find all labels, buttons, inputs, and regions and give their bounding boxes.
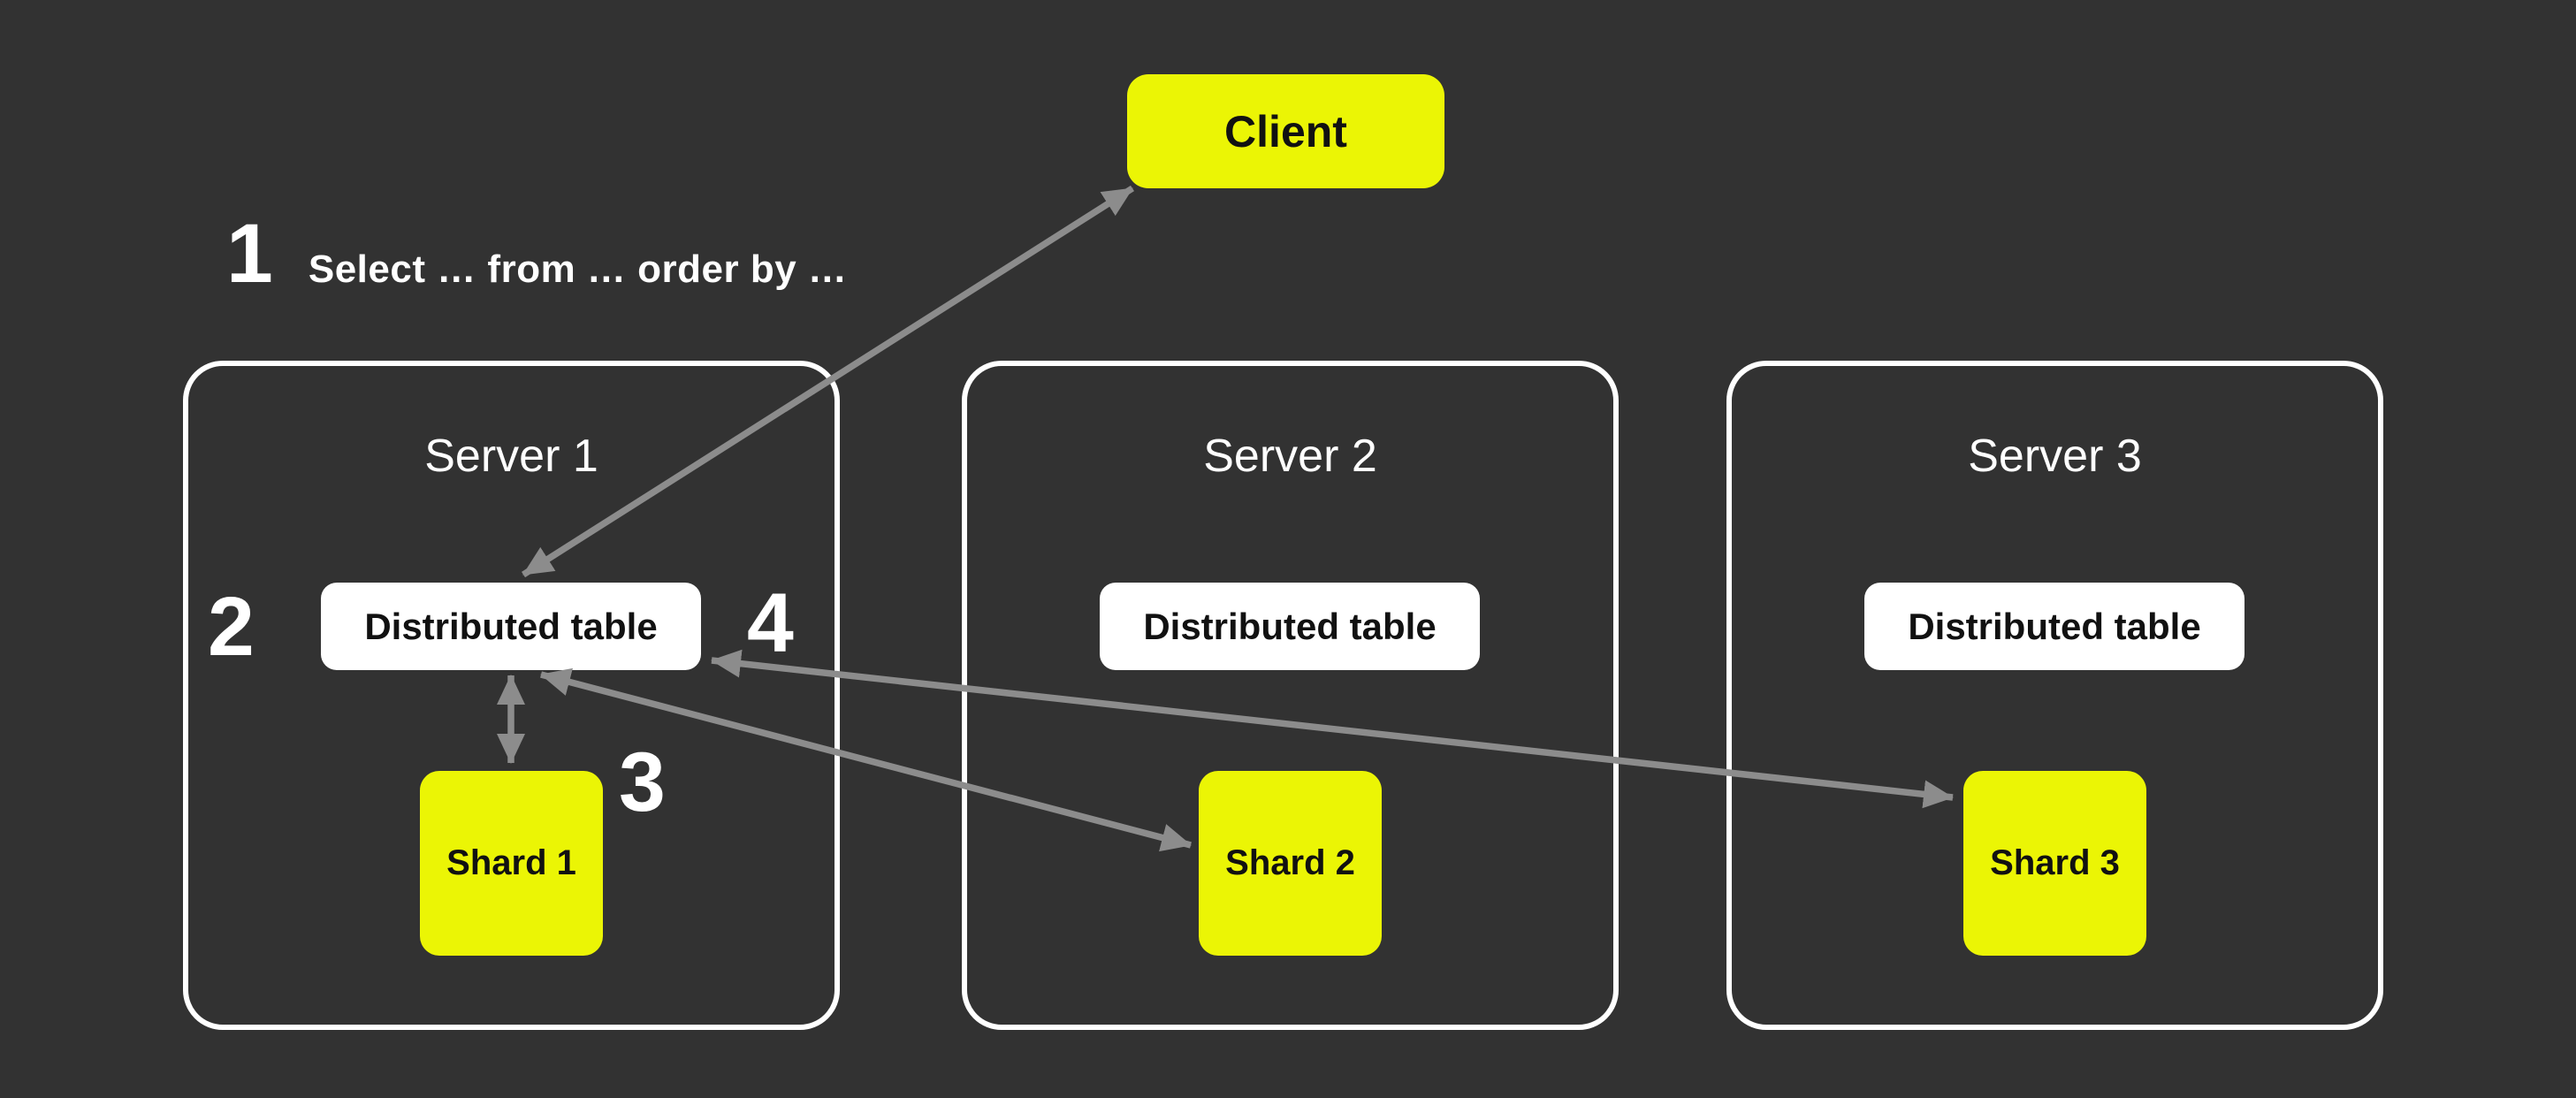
step1-note: 1 Select … from … order by …: [226, 212, 847, 296]
step1-number: 1: [226, 207, 273, 301]
step4-label: 4: [747, 576, 794, 670]
distributed-table-2: Distributed table: [1100, 583, 1480, 670]
server-2-title: Server 2: [1203, 431, 1377, 482]
distributed-table-3: Distributed table: [1864, 583, 2244, 670]
distributed-table-1: Distributed table: [321, 583, 701, 670]
server-1-title: Server 1: [424, 431, 598, 482]
shard-2-node: Shard 2: [1199, 771, 1382, 956]
step3-label: 3: [619, 736, 666, 829]
shard-3-node: Shard 3: [1963, 771, 2146, 956]
step1-query-text: Select … from … order by …: [308, 248, 848, 291]
step2-label: 2: [208, 580, 255, 674]
client-node: Client: [1127, 74, 1444, 188]
shard-1-node: Shard 1: [420, 771, 603, 956]
server-3-title: Server 3: [1968, 431, 2142, 482]
